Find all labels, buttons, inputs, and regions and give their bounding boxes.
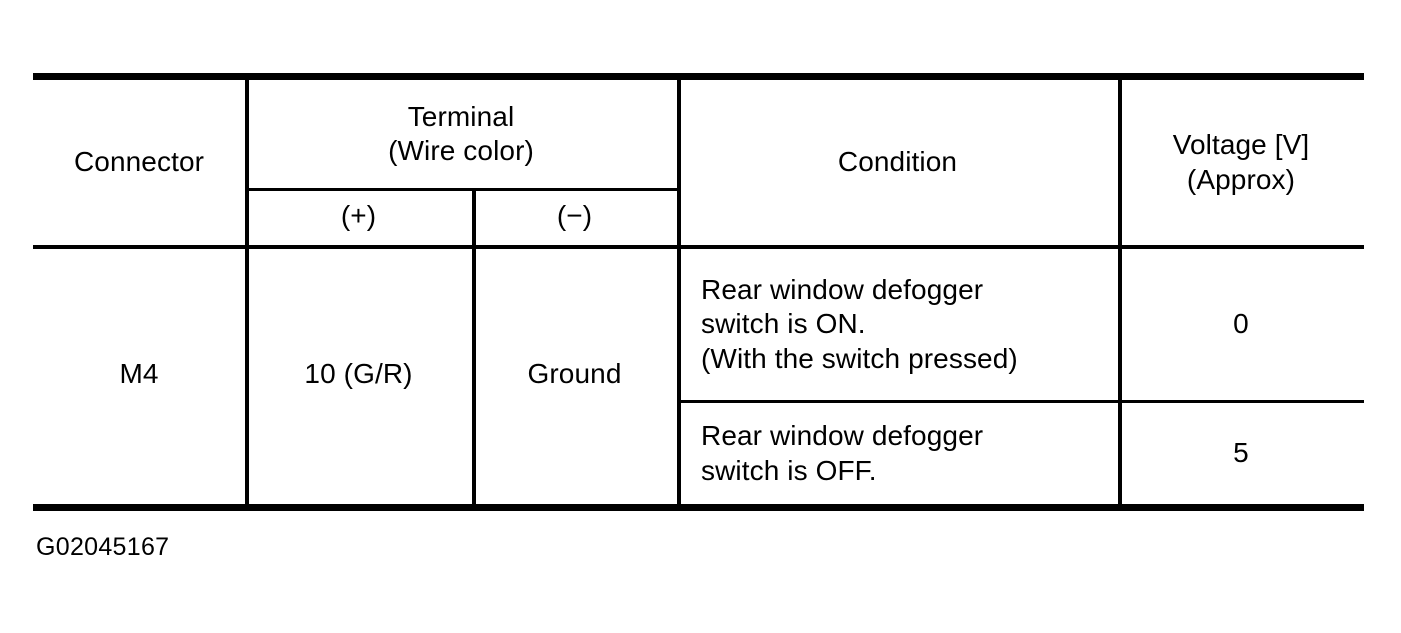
cell-connector: M4 (119, 358, 159, 390)
cell-terminal-positive: 10 (G/R) (304, 358, 413, 390)
table-top-border (33, 73, 1364, 80)
voltage-column-divider (1118, 73, 1122, 511)
cell-voltage-off: 5 (1233, 437, 1249, 469)
connector-column-divider (245, 73, 249, 511)
header-terminal: Terminal (Wire color) (388, 100, 534, 166)
table-bottom-border (33, 504, 1364, 511)
terminal-polarity-divider (472, 188, 476, 511)
header-terminal-positive: (+) (340, 200, 377, 232)
condition-row-divider (677, 400, 1364, 403)
header-condition: Condition (837, 146, 958, 178)
header-connector: Connector (73, 146, 205, 178)
terminal-subheader-divider (245, 188, 677, 191)
figure-caption: G02045167 (36, 533, 170, 561)
cell-condition-on: Rear window defogger switch is ON. (With… (701, 274, 1018, 374)
header-voltage: Voltage [V] (Approx) (1172, 129, 1310, 195)
header-bottom-border (33, 245, 1364, 249)
header-terminal-negative: (−) (556, 200, 593, 232)
cell-condition-off: Rear window defogger switch is OFF. (701, 420, 984, 486)
cell-voltage-on: 0 (1233, 308, 1249, 340)
condition-column-divider (677, 73, 681, 511)
cell-terminal-negative: Ground (527, 358, 622, 390)
terminal-voltage-table: Connector Terminal (Wire color) (+) (−) … (33, 73, 1364, 511)
